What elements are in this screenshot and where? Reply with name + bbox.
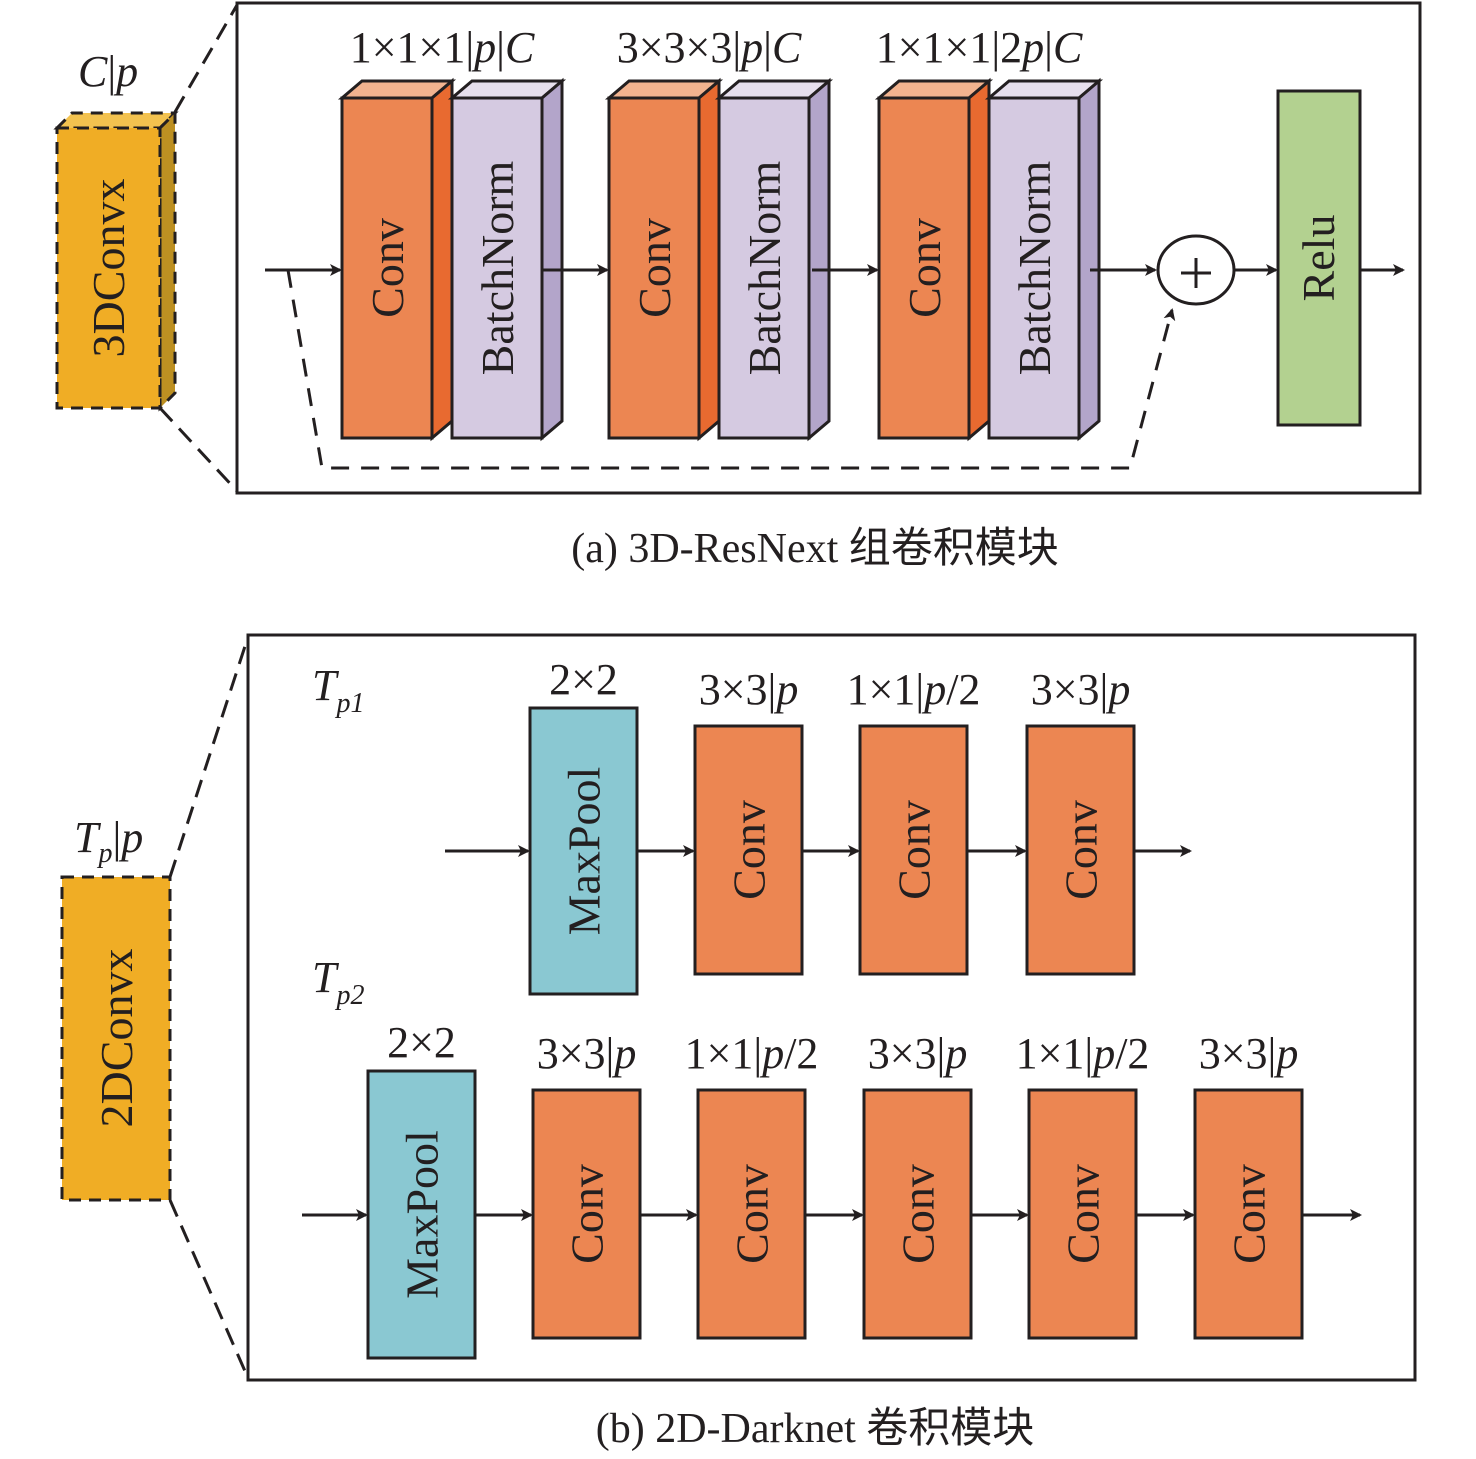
- zoom-connector-bottom: [158, 406, 239, 493]
- conv-param-label: 1×1|p/2: [685, 1029, 819, 1078]
- module-2dconvx: 2DConvx Tp|p: [60, 813, 172, 1202]
- conv-param-label: 1×1|p/2: [1016, 1029, 1150, 1078]
- maxpool-label: MaxPool: [559, 767, 610, 936]
- relu-rect: [1276, 89, 1362, 427]
- batchnorm-block-label: BatchNorm: [739, 160, 790, 375]
- conv-param-label: 3×3|p: [699, 665, 799, 714]
- module-2dconvx-param: Tp|p: [74, 813, 143, 869]
- conv-block: Conv 1×1|p/2: [685, 1029, 819, 1340]
- relu-label: Relu: [1293, 215, 1344, 302]
- conv-block: Conv 1×1|p/2: [847, 665, 981, 976]
- conv-rect: [1027, 1088, 1138, 1340]
- conv-param-label: 3×3|p: [1031, 665, 1131, 714]
- conv-param-label: 1×1|p/2: [847, 665, 981, 714]
- batchnorm-block-label: BatchNorm: [472, 160, 523, 375]
- convx-front-face: [55, 126, 162, 410]
- conv-label: Conv: [1224, 1164, 1275, 1264]
- conv-label: Conv: [562, 1164, 613, 1264]
- module-3dconvx-param: C|p: [78, 47, 138, 96]
- zoom-connector-bottom: [168, 1199, 250, 1379]
- batchnorm-block: BatchNorm: [714, 77, 834, 442]
- add-node: [1156, 234, 1236, 306]
- conv-block-label: Conv: [899, 218, 950, 318]
- batchnorm-block-side-face: [540, 77, 564, 442]
- conv-block: Conv 3×3|p: [531, 1029, 642, 1340]
- resnext-group: Conv BatchNorm 1×1×1|2p|C: [874, 23, 1104, 442]
- maxpool-size-label: 2×2: [549, 655, 618, 704]
- batchnorm-block-side-face: [1077, 77, 1101, 442]
- conv-label: Conv: [727, 1164, 778, 1264]
- conv-rect: [531, 1088, 642, 1340]
- maxpool-rect: [528, 706, 639, 996]
- panel-a-frame: [235, 1, 1422, 495]
- panel-b-2d-darknet: 2DConvx Tp|p Tp1MaxPool2×2Conv3×3|pConv1…: [60, 633, 1417, 1452]
- maxpool-size-label: 2×2: [387, 1018, 456, 1067]
- maxpool-label: MaxPool: [397, 1130, 448, 1299]
- conv-block: Conv 1×1|p/2: [1016, 1029, 1150, 1340]
- residual-skip-connection: [286, 269, 1176, 470]
- conv-block-front-face: [877, 96, 971, 440]
- group-param-label: 3×3×3|p|C: [617, 23, 802, 72]
- conv-block-label: Conv: [629, 218, 680, 318]
- group-param-label: 1×1×1|2p|C: [876, 23, 1083, 72]
- module-3dconvx-label: 3DConvx: [83, 179, 134, 358]
- conv-rect: [693, 724, 804, 976]
- conv-param-label: 3×3|p: [868, 1029, 968, 1078]
- conv-label: Conv: [889, 800, 940, 900]
- conv-block-side-face: [967, 77, 991, 442]
- row-name-label: Tp2: [312, 953, 364, 1011]
- darknet-rows: Tp1MaxPool2×2Conv3×3|pConv1×1|p/2Conv3×3…: [302, 655, 1362, 1360]
- maxpool-block: MaxPool 2×2: [366, 1018, 477, 1360]
- batchnorm-block-front-face: [717, 96, 811, 440]
- conv-label: Conv: [893, 1164, 944, 1264]
- conv-param-label: 3×3|p: [1199, 1029, 1299, 1078]
- maxpool-rect: [366, 1069, 477, 1360]
- module-2dconvx-label: 2DConvx: [91, 949, 142, 1128]
- convx-top-face: [53, 111, 179, 130]
- conv-block-side-face: [430, 77, 454, 442]
- batchnorm-block-side-face: [807, 77, 831, 442]
- conv-block: Conv: [874, 77, 994, 442]
- conv-label: Conv: [1058, 1164, 1109, 1264]
- conv-block: Conv 3×3|p: [1193, 1029, 1304, 1340]
- caption-a: (a) 3D-ResNext 组卷积模块: [571, 526, 1059, 572]
- conv-param-label: 3×3|p: [537, 1029, 637, 1078]
- conv-block-side-face: [697, 77, 721, 442]
- conv-block: Conv 3×3|p: [1025, 665, 1136, 976]
- conv-block: Conv: [604, 77, 724, 442]
- batchnorm-block: BatchNorm: [447, 77, 567, 442]
- convx2d-rect: [60, 875, 172, 1202]
- zoom-connector-top: [168, 636, 250, 878]
- panel-b-frame: [246, 633, 1417, 1382]
- group-param-label: 1×1×1|p|C: [350, 23, 535, 72]
- batchnorm-block-front-face: [987, 96, 1081, 440]
- maxpool-block: MaxPool 2×2: [528, 655, 639, 996]
- conv-block-label: Conv: [362, 218, 413, 318]
- batchnorm-block: BatchNorm: [984, 77, 1104, 442]
- resnext-groups: Conv BatchNorm 1×1×1|p|C Conv BatchNorm 3×3×3…: [337, 23, 1104, 442]
- conv-block: Conv: [337, 77, 457, 442]
- conv-block: Conv 3×3|p: [693, 665, 804, 976]
- resnext-group: Conv BatchNorm 1×1×1|p|C: [337, 23, 567, 442]
- row-name-label: Tp1: [312, 661, 364, 719]
- batchnorm-block-front-face: [450, 96, 544, 440]
- caption-b: (b) 2D-Darknet 卷积模块: [596, 1406, 1035, 1452]
- conv-rect: [1025, 724, 1136, 976]
- resnext-group: Conv BatchNorm 3×3×3|p|C: [604, 23, 834, 442]
- batchnorm-block-label: BatchNorm: [1009, 160, 1060, 375]
- conv-block-front-face: [607, 96, 701, 440]
- zoom-connector-top: [173, 4, 239, 113]
- module-3dconvx: 3DConvx C|p: [53, 47, 179, 412]
- conv-label: Conv: [1056, 800, 1107, 900]
- panel-a-3d-resnext: 3DConvx C|p Conv BatchNorm 1×1×1|p|C Conv Ba…: [53, 1, 1422, 572]
- conv-block-front-face: [340, 96, 434, 440]
- relu-block: Relu: [1276, 89, 1362, 427]
- conv-rect: [696, 1088, 807, 1340]
- conv-label: Conv: [724, 800, 775, 900]
- convx-side-face: [158, 109, 177, 412]
- conv-block: Conv 3×3|p: [862, 1029, 973, 1340]
